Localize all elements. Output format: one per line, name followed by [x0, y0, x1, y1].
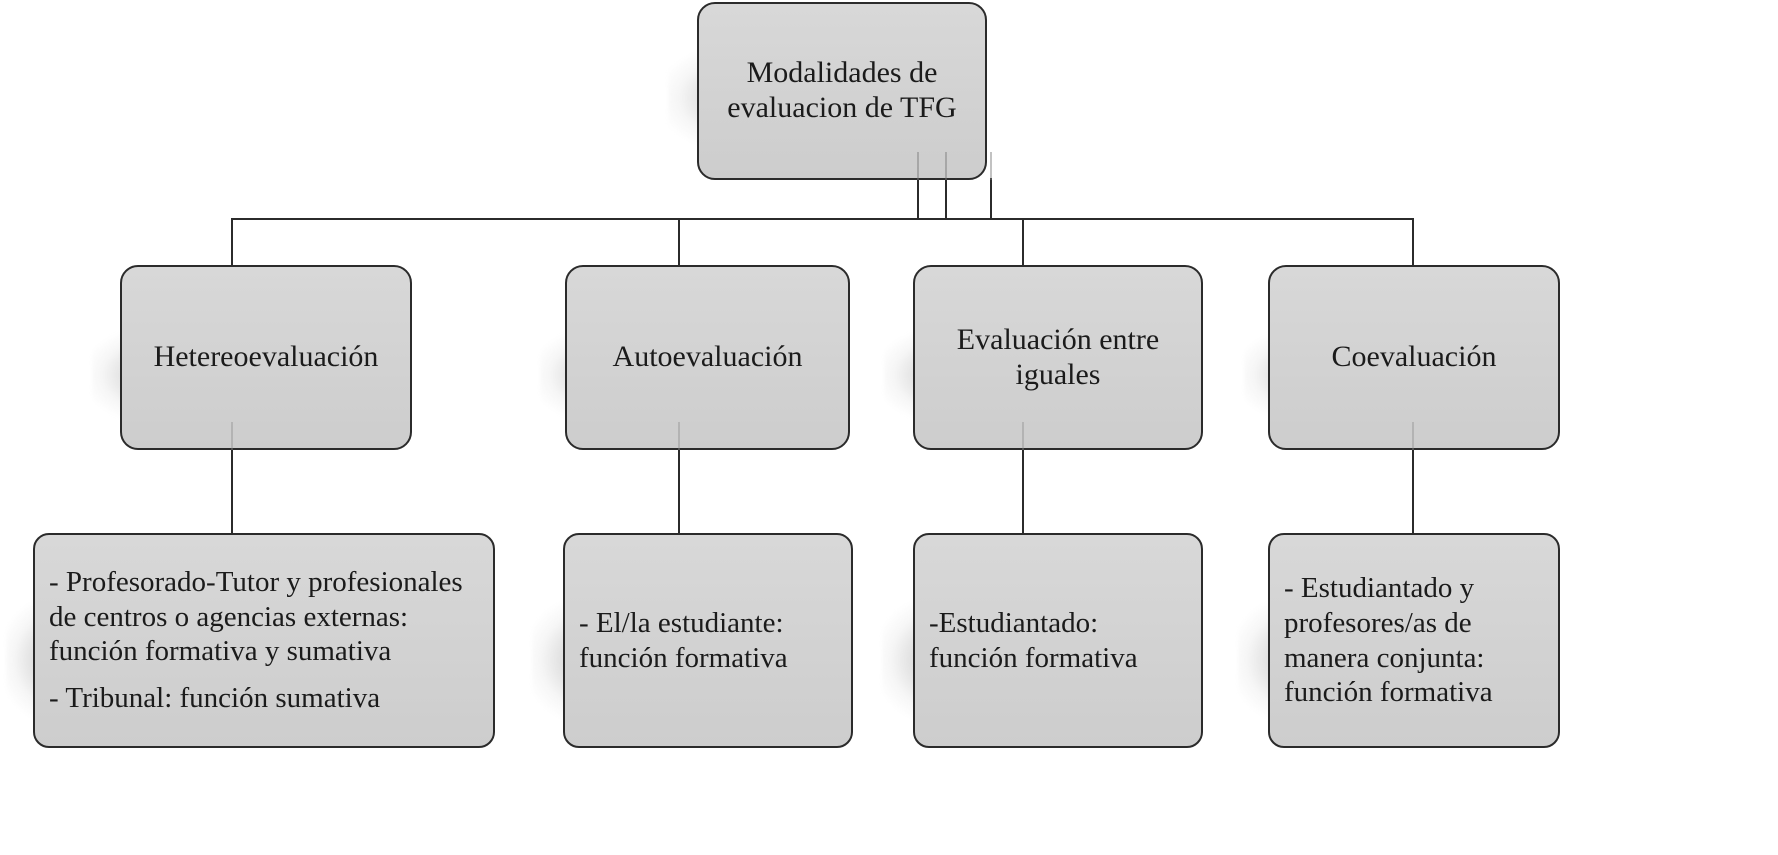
connector-heteroevaluacion-to-detalle: [231, 449, 234, 533]
connector-root-drop-1: [917, 178, 920, 220]
detalle-heteroevaluacion-text: - Profesorado-Tutor y profesionales de c…: [35, 565, 493, 716]
node-coevaluacion-label: Coevaluación: [1331, 340, 1497, 374]
node-detalle-coevaluacion[interactable]: - Estudiantado y profesores/as de manera…: [1268, 533, 1560, 748]
connector-evaluacion-entre-iguales-to-detalle: [1022, 449, 1025, 533]
node-detalle-autoevaluacion[interactable]: - El/la estudiante: función formativa: [563, 533, 853, 748]
connector-bus-to-autoevaluacion: [678, 218, 681, 266]
node-autoevaluacion[interactable]: Autoevaluación: [565, 265, 850, 450]
root-guide-3: [990, 152, 992, 180]
detalle-heteroevaluacion-gap: [49, 669, 479, 681]
node-heteroevaluacion-label: Hetereoevaluación: [153, 340, 379, 374]
node-evaluacion-entre-iguales-label: Evaluación entre iguales: [956, 322, 1160, 391]
connector-bus-to-evaluacion-entre-iguales: [1022, 218, 1025, 266]
connector-bus-to-heteroevaluacion: [231, 218, 234, 266]
node-detalle-heteroevaluacion[interactable]: - Profesorado-Tutor y profesionales de c…: [33, 533, 495, 748]
connector-root-drop-3: [990, 178, 993, 220]
detalle-coevaluacion-text: - Estudiantado y profesores/as de manera…: [1270, 571, 1558, 710]
detalle-autoevaluacion-line-1: - El/la estudiante: función formativa: [579, 606, 788, 674]
node-detalle-evaluacion-entre-iguales[interactable]: -Estudiantado: función formativa: [913, 533, 1203, 748]
connector-coevaluacion-to-detalle: [1412, 449, 1415, 533]
root-guide-2: [945, 152, 947, 180]
node-autoevaluacion-label: Autoevaluación: [612, 340, 803, 374]
connector-autoevaluacion-to-detalle: [678, 449, 681, 533]
node-evaluacion-entre-iguales[interactable]: Evaluación entre iguales: [913, 265, 1203, 450]
detalle-heteroevaluacion-line-2: - Tribunal: función sumativa: [49, 682, 381, 715]
node-coevaluacion[interactable]: Coevaluación: [1268, 265, 1560, 450]
connector-horizontal-bus: [232, 218, 1414, 221]
coevaluacion-stub: [1412, 422, 1414, 450]
detalle-evaluacion-entre-iguales-line-1: -Estudiantado: función formativa: [929, 606, 1138, 674]
node-root-label: Modalidades de evaluacion de TFG: [727, 56, 957, 124]
root-guide-1: [917, 152, 919, 180]
detalle-evaluacion-entre-iguales-text: -Estudiantado: función formativa: [915, 606, 1201, 676]
autoevaluacion-stub: [678, 422, 680, 450]
heteroevaluacion-stub: [231, 422, 233, 450]
detalle-autoevaluacion-text: - El/la estudiante: función formativa: [565, 606, 851, 676]
connector-root-drop-2: [945, 178, 948, 220]
detalle-heteroevaluacion-line-1: - Profesorado-Tutor y profesionales de c…: [49, 565, 463, 668]
connector-bus-to-coevaluacion: [1412, 218, 1415, 266]
node-root[interactable]: Modalidades de evaluacion de TFG: [697, 2, 987, 180]
evaluacion-entre-iguales-stub: [1022, 422, 1024, 450]
detalle-coevaluacion-line-1: - Estudiantado y profesores/as de manera…: [1284, 571, 1493, 709]
node-heteroevaluacion[interactable]: Hetereoevaluación: [120, 265, 412, 450]
